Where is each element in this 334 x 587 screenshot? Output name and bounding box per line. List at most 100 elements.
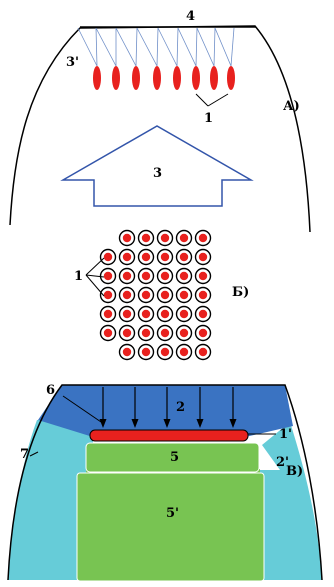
nozzle-feed-lines bbox=[77, 26, 256, 67]
label-2: 2 bbox=[176, 400, 185, 415]
nozzle-core bbox=[141, 328, 151, 338]
leader-line-7 bbox=[29, 451, 39, 457]
nozzle-core bbox=[141, 347, 151, 357]
nozzle-core bbox=[160, 347, 170, 357]
label-5-prime: 5' bbox=[166, 506, 179, 521]
nozzle-grid bbox=[99, 229, 212, 361]
nozzle-core bbox=[198, 252, 208, 262]
feed-line bbox=[95, 27, 117, 67]
nozzle bbox=[93, 66, 101, 90]
nozzle-core bbox=[141, 309, 151, 319]
panel-c: 6 7 2 1' 5 2' 5' В) bbox=[7, 383, 323, 582]
nozzle-core bbox=[122, 290, 132, 300]
nozzle-core bbox=[160, 233, 170, 243]
feed-line bbox=[136, 27, 158, 67]
feed-line bbox=[95, 27, 98, 67]
leader-line-1a bbox=[195, 93, 209, 107]
feed-line bbox=[196, 27, 215, 67]
nozzle-core bbox=[122, 233, 132, 243]
nozzle bbox=[132, 66, 140, 90]
feed-line bbox=[156, 27, 159, 67]
nozzle-core bbox=[179, 290, 189, 300]
label-3: 3 bbox=[153, 166, 162, 181]
leader-line-b3 bbox=[85, 274, 105, 297]
nozzle-core bbox=[103, 309, 113, 319]
nozzle-core bbox=[103, 328, 113, 338]
label-3-prime: 3' bbox=[66, 55, 79, 70]
nozzle-core bbox=[179, 233, 189, 243]
nozzle bbox=[227, 66, 235, 90]
feed-line bbox=[157, 27, 178, 67]
nozzle-core bbox=[160, 290, 170, 300]
nozzle-core bbox=[179, 309, 189, 319]
nozzle-core bbox=[103, 290, 113, 300]
nozzle-core bbox=[160, 328, 170, 338]
nozzle-core bbox=[141, 252, 151, 262]
chamber-outline bbox=[9, 25, 311, 233]
nozzle-core bbox=[198, 271, 208, 281]
nozzle-core bbox=[198, 347, 208, 357]
nozzle-core bbox=[198, 328, 208, 338]
feed-line bbox=[135, 27, 138, 67]
nozzle-core bbox=[160, 252, 170, 262]
panel-letter-a: А) bbox=[283, 99, 300, 114]
nozzle-bar-1-prime bbox=[89, 429, 249, 442]
nozzle-core bbox=[103, 252, 113, 262]
arrow-head bbox=[131, 419, 139, 428]
label-1-prime: 1' bbox=[279, 427, 292, 442]
arrow-head bbox=[229, 419, 237, 428]
feed-line bbox=[213, 27, 216, 67]
leader-line-1b bbox=[207, 93, 229, 107]
pressure-arrows bbox=[99, 387, 237, 428]
nozzle-core bbox=[198, 233, 208, 243]
chamber-outline-c bbox=[7, 384, 323, 581]
block-5-prime bbox=[76, 472, 265, 582]
feed-line bbox=[77, 27, 98, 67]
nozzle-core bbox=[198, 290, 208, 300]
nozzle-core bbox=[198, 309, 208, 319]
panel-letter-b: Б) bbox=[232, 285, 249, 300]
panel-b: 1 Б) bbox=[74, 229, 249, 361]
nozzle bbox=[173, 66, 181, 90]
nozzle-core bbox=[160, 309, 170, 319]
label-4: 4 bbox=[186, 9, 195, 24]
panel-letter-c: В) bbox=[286, 464, 303, 479]
nozzle bbox=[112, 66, 120, 90]
nozzle-core bbox=[160, 271, 170, 281]
label-7: 7 bbox=[20, 447, 29, 462]
leader-line-b2 bbox=[85, 274, 105, 278]
label-1-nozzles-a: 1 bbox=[204, 111, 213, 126]
nozzle-core bbox=[141, 233, 151, 243]
label-6: 6 bbox=[46, 383, 55, 398]
label-5: 5 bbox=[170, 450, 179, 465]
block-5-top bbox=[85, 442, 260, 473]
leader-line-b1 bbox=[85, 257, 105, 276]
panel-a: 4 3' 1 3 А) bbox=[9, 9, 311, 233]
house-shape bbox=[60, 125, 254, 207]
nozzle bbox=[192, 66, 200, 90]
feed-line bbox=[230, 27, 235, 67]
nozzle-row bbox=[93, 66, 235, 90]
nozzle-core bbox=[103, 271, 113, 281]
arrow-head bbox=[163, 419, 171, 428]
label-1-nozzles-b: 1 bbox=[74, 269, 83, 284]
feed-line bbox=[195, 27, 198, 67]
feed-line bbox=[177, 27, 197, 67]
pressure-zone-2 bbox=[38, 385, 293, 437]
feed-line bbox=[115, 27, 137, 67]
nozzle-core bbox=[179, 328, 189, 338]
nozzle-core bbox=[179, 347, 189, 357]
nozzle-core bbox=[122, 328, 132, 338]
leader-line-6 bbox=[62, 395, 105, 425]
nozzle bbox=[210, 66, 218, 90]
nozzle bbox=[153, 66, 161, 90]
nozzle-core bbox=[122, 252, 132, 262]
nozzle-core bbox=[122, 347, 132, 357]
nozzle-core bbox=[141, 290, 151, 300]
arrow-head bbox=[196, 419, 204, 428]
nozzle-core bbox=[179, 271, 189, 281]
label-2-prime: 2' bbox=[276, 455, 289, 470]
feed-line bbox=[214, 27, 232, 67]
nozzle-core bbox=[122, 309, 132, 319]
